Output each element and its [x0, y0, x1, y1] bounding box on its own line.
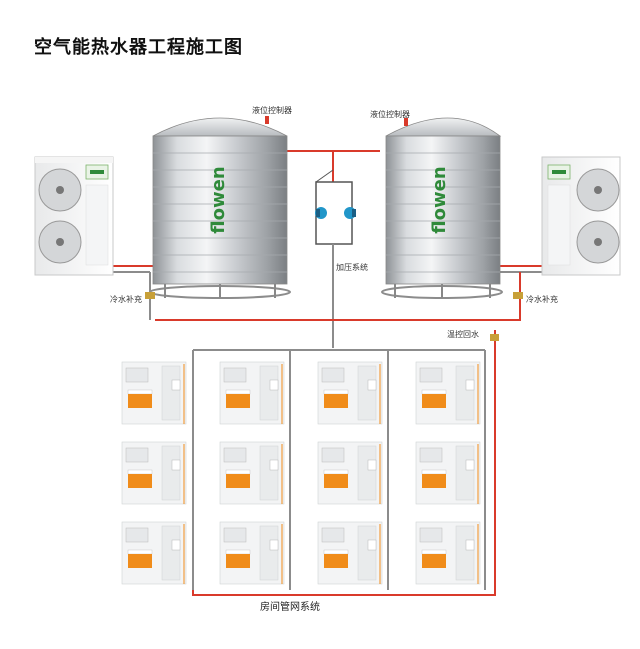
bathroom-unit — [317, 521, 383, 585]
hot-pipe-top — [285, 150, 334, 182]
water-tank-right: flowen — [381, 117, 503, 299]
bathroom-unit — [121, 521, 187, 585]
valves — [145, 292, 523, 341]
vanity-cabinet — [128, 394, 152, 408]
vanity-cabinet — [226, 554, 250, 568]
level-controller-icon — [265, 116, 269, 124]
pipe-network — [110, 150, 545, 596]
valve-icon — [490, 334, 499, 341]
level-controller-icon — [404, 118, 408, 126]
vanity-cabinet — [422, 474, 446, 488]
vanity-cabinet — [128, 474, 152, 488]
label-level-controller-right: 液位控制器 — [370, 109, 410, 119]
valve-icon — [145, 292, 155, 299]
label-pressure-system: 加压系统 — [336, 262, 368, 272]
bathroom-unit — [121, 441, 187, 505]
vanity-cabinet — [128, 554, 152, 568]
bathroom-unit — [317, 361, 383, 425]
valve-icon — [513, 292, 523, 299]
bathroom-unit — [415, 441, 481, 505]
bathroom-grid — [121, 361, 481, 585]
tank-brand-right: flowen — [429, 166, 450, 233]
vanity-cabinet — [226, 394, 250, 408]
pressure-pumps — [315, 207, 356, 219]
vanity-cabinet — [324, 394, 348, 408]
bathroom-unit — [317, 441, 383, 505]
label-level-controller-left: 液位控制器 — [252, 105, 292, 115]
left-unit-pipe — [110, 255, 156, 267]
label-cold-water-right: 冷水补充 — [526, 294, 558, 304]
tank-brand-left: flowen — [208, 166, 229, 233]
label-temp-return: 温控回水 — [447, 329, 479, 339]
bathroom-unit — [415, 361, 481, 425]
vanity-cabinet — [324, 554, 348, 568]
bathroom-unit — [219, 441, 285, 505]
bathroom-unit — [121, 361, 187, 425]
bathroom-unit — [219, 361, 285, 425]
vanity-cabinet — [324, 474, 348, 488]
water-tank-left: flowen — [149, 116, 291, 299]
heat-pump-left — [34, 156, 114, 276]
page-title: 空气能热水器工程施工图 — [34, 37, 243, 58]
label-room-pipe-network: 房间管网系统 — [260, 600, 320, 613]
label-cold-water-left: 冷水补充 — [110, 294, 142, 304]
bathroom-unit — [415, 521, 481, 585]
vanity-cabinet — [226, 474, 250, 488]
bathroom-unit — [219, 521, 285, 585]
vanity-cabinet — [422, 554, 446, 568]
vanity-cabinet — [422, 394, 446, 408]
heat-pump-right — [541, 156, 621, 276]
cold-supply-right — [495, 272, 521, 321]
